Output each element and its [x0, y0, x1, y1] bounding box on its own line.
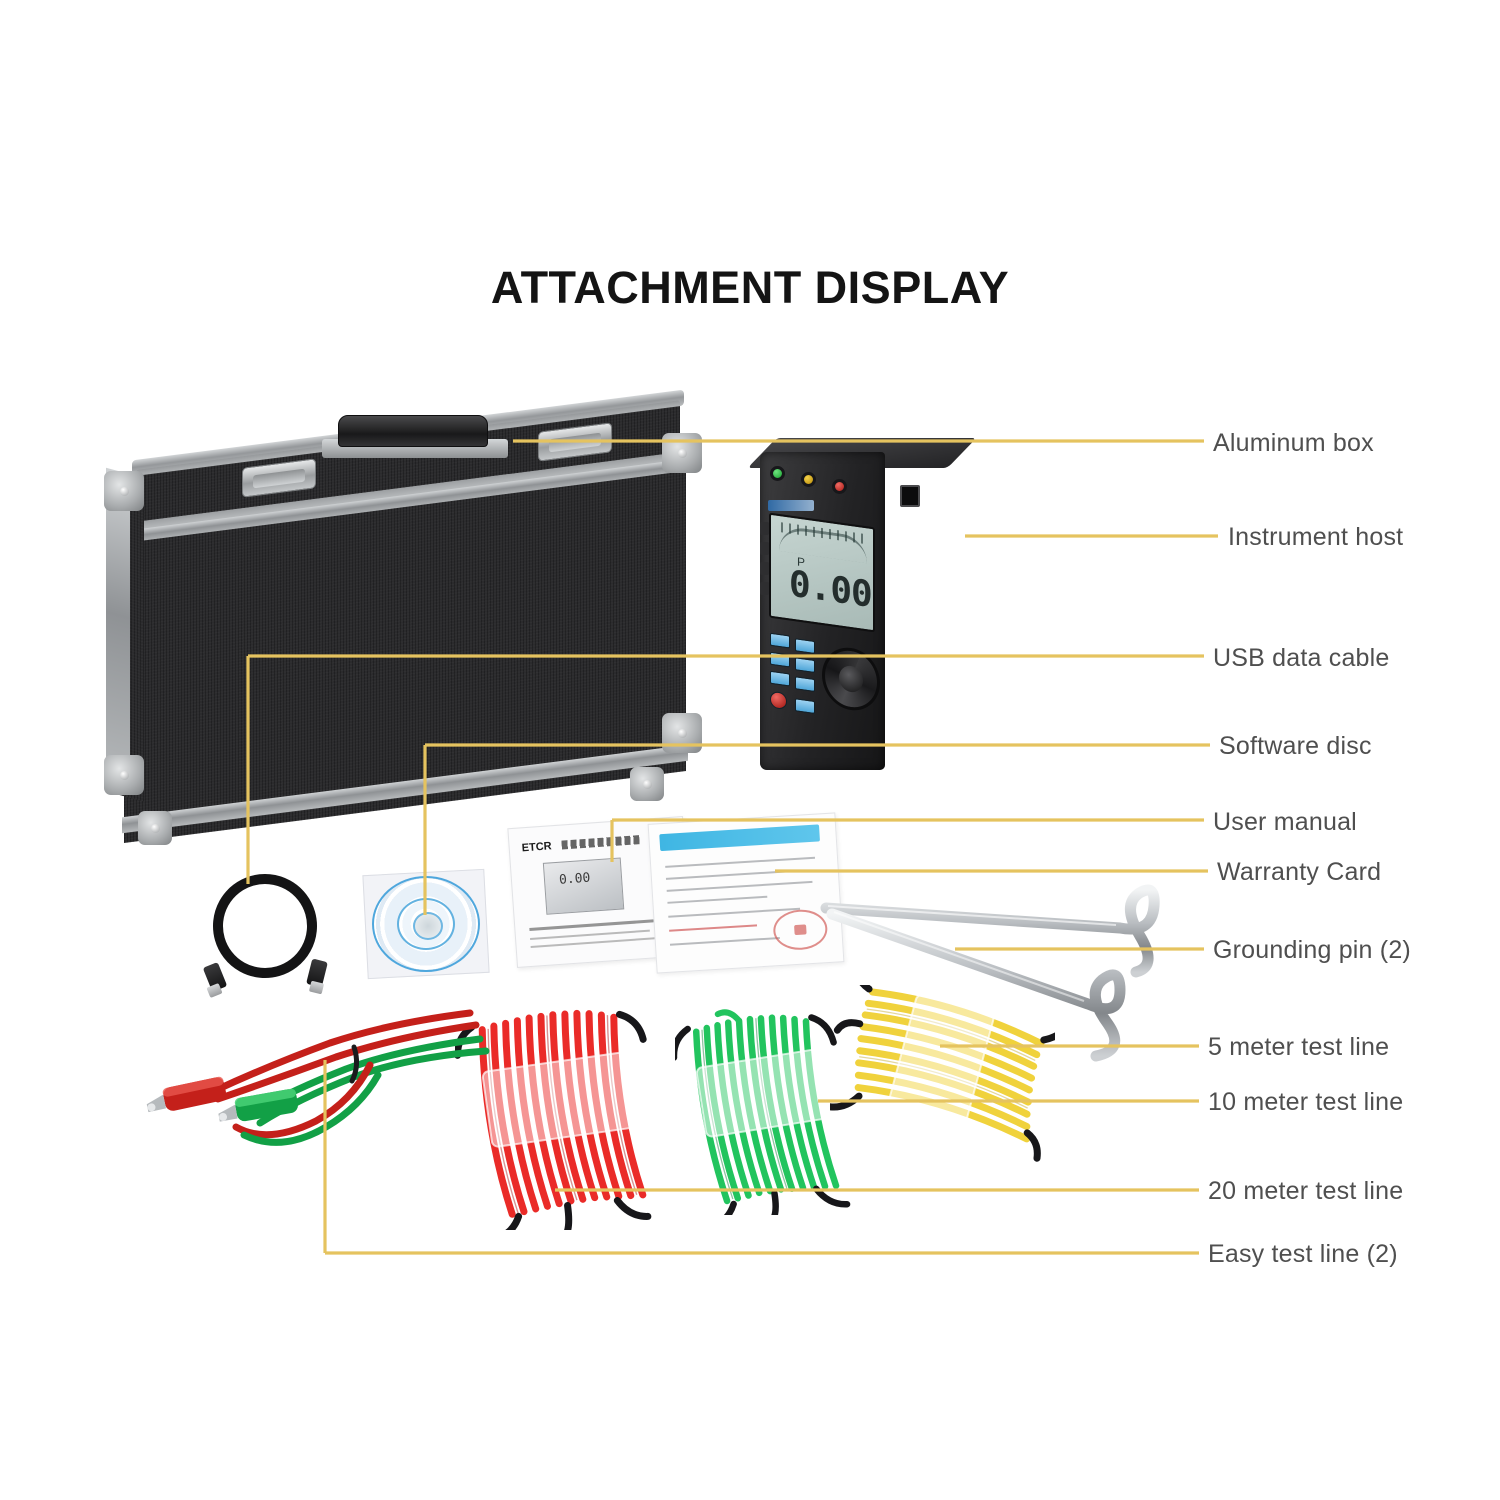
- coil-wrap-film: [482, 1051, 641, 1147]
- host-grip-ridge: [760, 542, 769, 555]
- host-brand-logo: [768, 500, 814, 511]
- host-grip-ridge: [760, 562, 769, 575]
- callout-label-easy-test-line: Easy test line (2): [1208, 1240, 1398, 1268]
- page-title: ATTACHMENT DISPLAY: [490, 262, 1010, 313]
- host-usb-port[interactable]: [900, 485, 920, 507]
- coil-wrap-film: [887, 995, 994, 1129]
- box-handle[interactable]: [338, 415, 488, 447]
- terminal-green-icon[interactable]: [770, 466, 785, 481]
- coil-wrap-edge: [481, 1050, 642, 1148]
- callout-label-user-manual: User manual: [1213, 808, 1357, 836]
- alligator-clip-green: [218, 1088, 299, 1122]
- callout-label-warranty-card: Warranty Card: [1217, 858, 1382, 886]
- test-line-20m-image: [455, 1009, 652, 1230]
- pin-highlight: [833, 911, 1085, 1002]
- host-front-panel: P 0.00: [760, 452, 920, 770]
- cable-tie: [349, 1044, 360, 1084]
- pin-highlight: [827, 905, 1117, 926]
- instrument-host-image: P 0.00: [747, 438, 980, 822]
- easy-wire-red: [210, 1009, 474, 1095]
- callout-label-software-disc: Software disc: [1219, 732, 1372, 760]
- grounding-pin-2: [826, 908, 1126, 1062]
- coil-wrap-edge: [695, 1048, 832, 1138]
- callout-label-test-line-20m: 20 meter test line: [1208, 1177, 1404, 1205]
- callout-label-aluminum-box: Aluminum box: [1213, 429, 1374, 457]
- box-foot-left: [138, 811, 172, 845]
- callout-label-grounding-pin: Grounding pin (2): [1213, 936, 1411, 964]
- host-grip-ridge: [760, 582, 769, 595]
- test-line-5m-image: [830, 985, 1055, 1162]
- box-corner-bottom-left: [104, 755, 144, 795]
- easy-test-line-image: [146, 1009, 490, 1146]
- terminal-yellow-icon[interactable]: [801, 472, 816, 487]
- host-grip-ridge: [760, 522, 769, 535]
- easy-wire-red: [214, 1021, 480, 1103]
- coil-loop-green: [714, 1009, 743, 1024]
- box-corner-top-left: [104, 471, 144, 511]
- test-line-10m-image: [675, 1009, 851, 1215]
- callout-label-test-line-10m: 10 meter test line: [1208, 1088, 1404, 1116]
- coil-wrap-film: [696, 1049, 831, 1137]
- callout-label-test-line-5m: 5 meter test line: [1208, 1033, 1390, 1061]
- alligator-clip-red: [146, 1076, 227, 1113]
- terminal-red-icon[interactable]: [832, 479, 847, 494]
- coil-lead-wires-yellow: [830, 985, 1055, 1162]
- box-foot-right: [630, 767, 664, 801]
- coil-wrap-edge: [886, 994, 995, 1130]
- callout-label-usb-data-cable: USB data cable: [1213, 644, 1390, 672]
- easy-wire-red: [232, 1061, 374, 1139]
- coil-lead-wires-green: [675, 1014, 851, 1215]
- callout-label-instrument-host: Instrument host: [1228, 523, 1404, 551]
